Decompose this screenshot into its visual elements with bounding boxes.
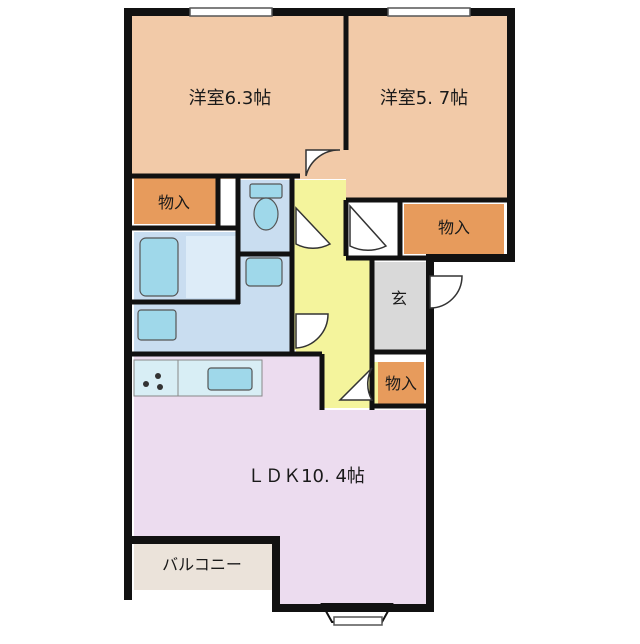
toilet-tank <box>249 183 283 199</box>
bathroom-floor <box>186 236 236 298</box>
kitchen-sink <box>207 367 253 391</box>
closet-2-fill <box>404 204 504 254</box>
western-room-1-label: 洋室6.3帖 <box>189 88 272 109</box>
balcony-fill <box>134 544 272 590</box>
western-room-2-label: 洋室5. 7帖 <box>380 88 468 109</box>
closet-2-label: 物入 <box>438 218 470 237</box>
western-room-2-fill <box>346 12 511 200</box>
ldk-fill <box>134 356 426 604</box>
stove-burners-icon <box>143 373 163 390</box>
toilet-bowl <box>253 197 279 231</box>
entrance-fill <box>372 262 426 350</box>
bathtub <box>139 237 179 297</box>
door-swings <box>295 149 463 401</box>
balcony-label: バルコニー <box>162 555 242 574</box>
closet-3-fill <box>378 362 424 405</box>
entrance-label: 玄 <box>391 289 407 308</box>
washing-machine <box>245 257 283 287</box>
closet-3-label: 物入 <box>385 374 417 393</box>
ldk-label: ＬＤＫ10. 4帖 <box>247 466 365 487</box>
closet-1-label: 物入 <box>158 193 190 212</box>
wash-basin <box>137 309 177 341</box>
interior-walls <box>128 12 511 410</box>
windows <box>189 7 471 626</box>
closet-1-fill <box>134 178 218 224</box>
